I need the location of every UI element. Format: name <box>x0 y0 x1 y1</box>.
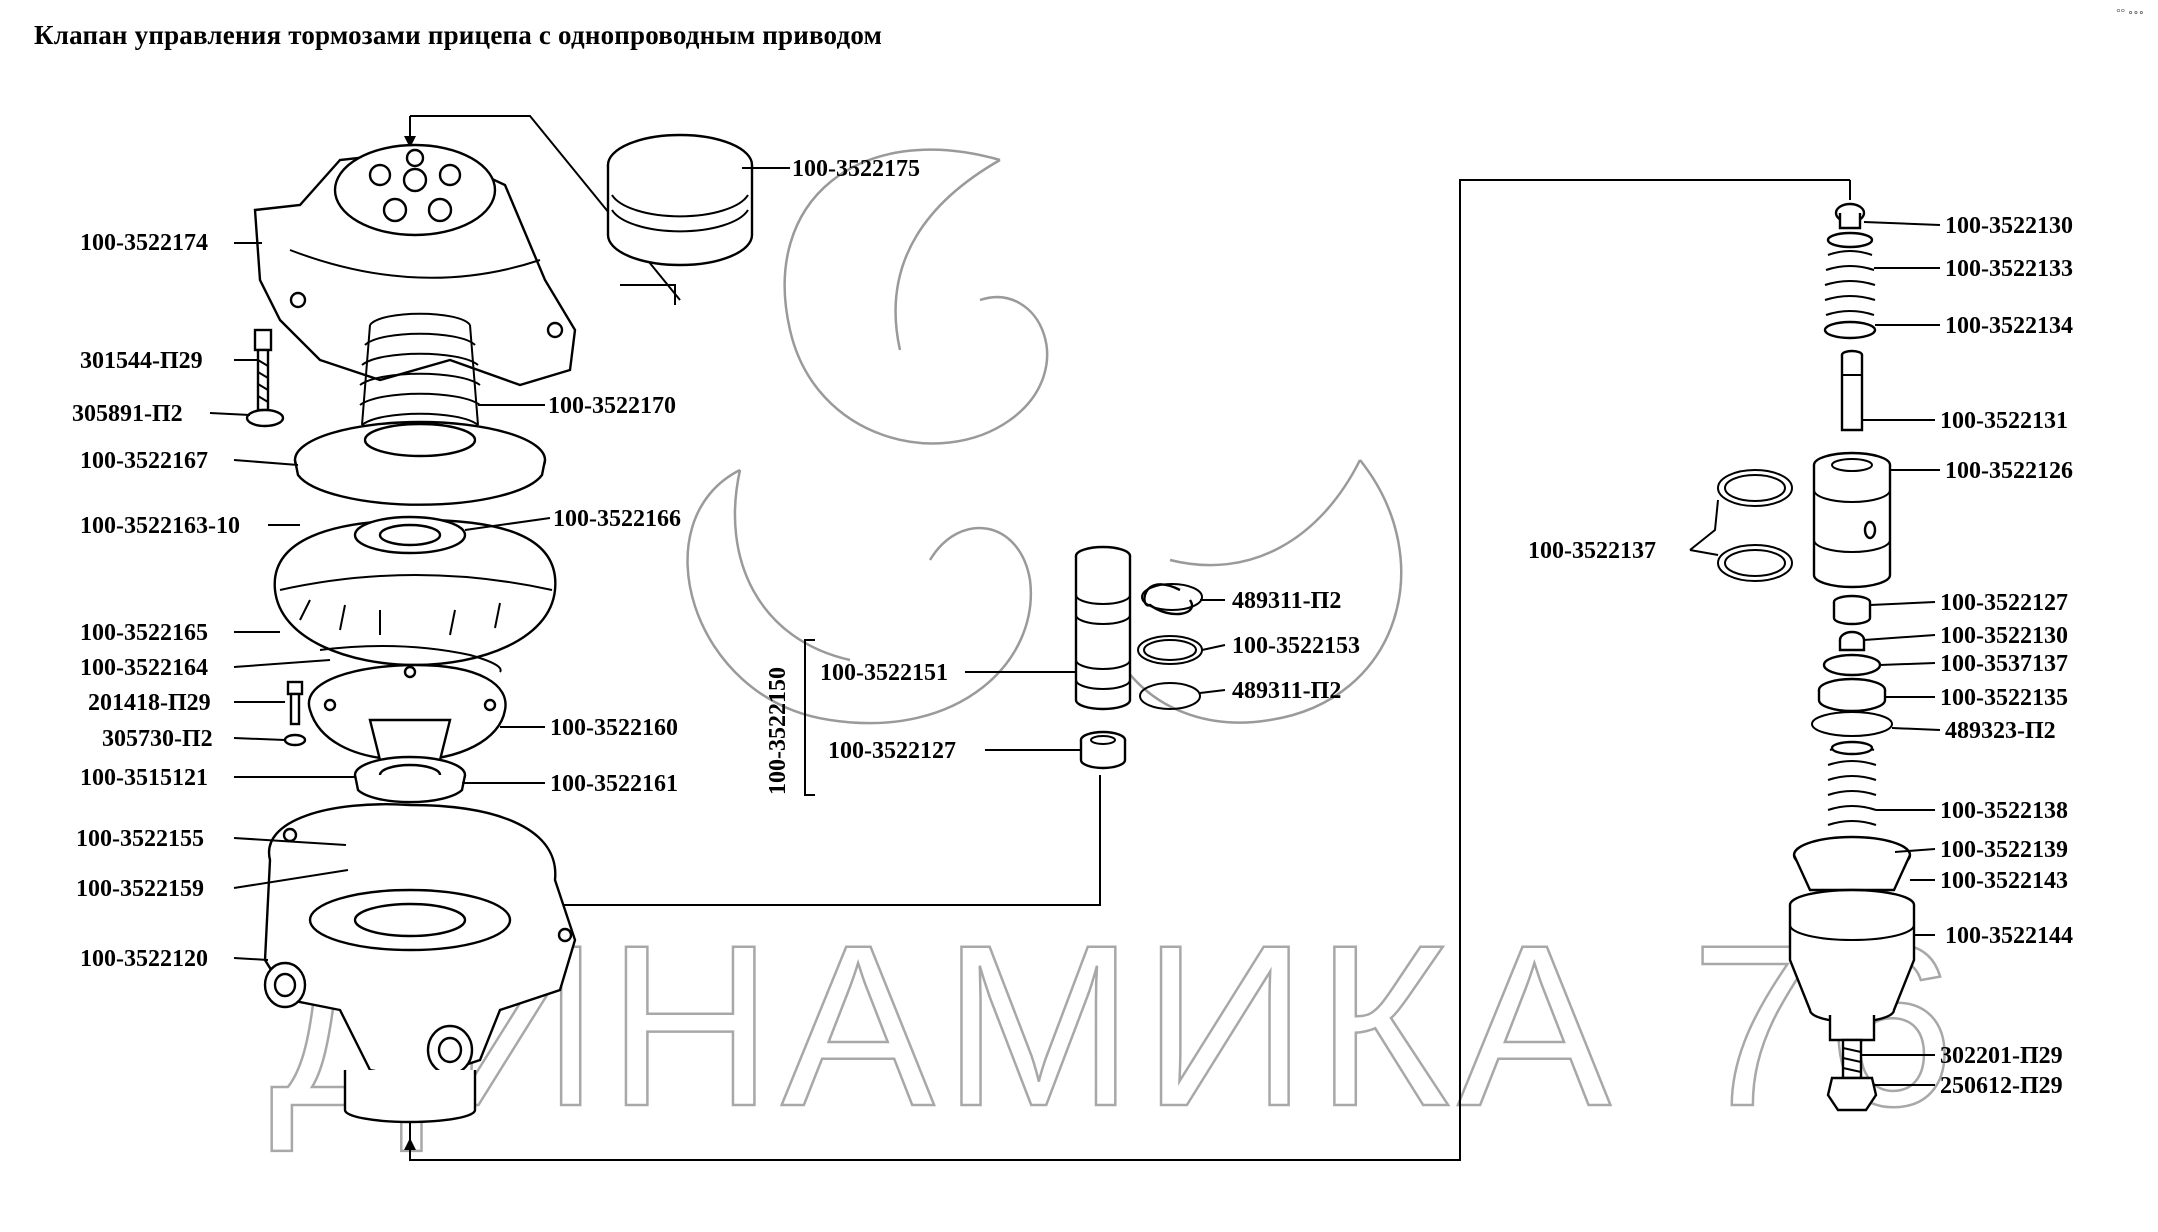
label-305730-p2: 305730-П2 <box>102 726 213 752</box>
seal-part <box>1079 730 1127 770</box>
washer-part <box>245 408 285 428</box>
label-100-3522133: 100-3522133 <box>1945 256 2073 282</box>
label-100-3522127-mid: 100-3522127 <box>828 738 956 764</box>
label-301544-p29: 301544-П29 <box>80 348 203 374</box>
washer-right-part <box>1811 653 1893 737</box>
small-bolt-part <box>283 680 307 747</box>
bolt-part <box>253 328 273 412</box>
lower-spring-part <box>1827 740 1877 826</box>
spring-part <box>359 312 481 426</box>
label-100-3522166: 100-3522166 <box>553 506 681 532</box>
label-100-3522130-upper: 100-3522130 <box>1945 213 2073 239</box>
bottom-housing-part <box>1788 888 1916 1042</box>
label-100-3522163-10: 100-3522163-10 <box>80 513 240 539</box>
label-100-3522174: 100-3522174 <box>80 230 208 256</box>
part-labels: 100-3522175 100-3522174 301544-П29 30589… <box>72 156 2073 1099</box>
seal-right-part <box>1832 594 1872 626</box>
lower-body-part <box>263 803 577 1124</box>
spring-seat-part <box>353 755 467 804</box>
sleeve-part <box>1074 545 1132 711</box>
page-title: Клапан управления тормозами прицепа с од… <box>34 20 883 50</box>
label-100-3522167: 100-3522167 <box>80 448 208 474</box>
valve-cap-part <box>1838 630 1866 652</box>
label-100-3537137: 100-3537137 <box>1940 651 2068 677</box>
corner-mark: °° ∘∘∘ <box>2116 7 2144 19</box>
label-302201-p29: 302201-П29 <box>1940 1043 2063 1069</box>
label-100-3522130-lower: 100-3522130 <box>1940 623 2068 649</box>
ring-part <box>319 645 502 673</box>
label-100-3522135: 100-3522135 <box>1940 685 2068 711</box>
label-100-3522175: 100-3522175 <box>792 156 920 182</box>
label-305891-p2: 305891-П2 <box>72 401 183 427</box>
label-100-3522120: 100-3522120 <box>80 946 208 972</box>
label-100-3522137: 100-3522137 <box>1528 538 1656 564</box>
label-489323-p2: 489323-П2 <box>1945 718 2056 744</box>
label-100-3522138: 100-3522138 <box>1940 798 2068 824</box>
piston-part <box>273 515 557 667</box>
valve-seat-part <box>307 663 507 762</box>
upper-housing-part <box>253 143 577 387</box>
label-100-3522164: 100-3522164 <box>80 655 208 681</box>
label-100-3522143: 100-3522143 <box>1940 868 2068 894</box>
upper-spring-part <box>1823 231 1877 340</box>
valve-head-part <box>1834 202 1866 230</box>
adjusting-screw-part <box>1826 1038 1878 1112</box>
snap-ring-lower-part <box>1139 682 1201 710</box>
diaphragm-plate-part <box>293 420 547 506</box>
valve-stem-part <box>1840 349 1864 432</box>
o-rings-right-part <box>1717 469 1793 582</box>
label-100-3522159: 100-3522159 <box>76 876 204 902</box>
snap-ring-upper-part <box>1141 583 1203 616</box>
valve-body-part <box>1812 451 1892 589</box>
label-201418-p29: 201418-П29 <box>88 690 211 716</box>
watermark-logo <box>686 148 1403 725</box>
label-100-3522165: 100-3522165 <box>80 620 208 646</box>
label-489311-p2-upper: 489311-П2 <box>1232 588 1341 614</box>
label-100-3522134: 100-3522134 <box>1945 313 2073 339</box>
label-100-3522160: 100-3522160 <box>550 715 678 741</box>
label-489311-p2-lower: 489311-П2 <box>1232 678 1341 704</box>
filter-cover-part <box>606 133 754 267</box>
assembly-label: 100-3522150 <box>765 667 791 795</box>
label-250612-p29: 250612-П29 <box>1940 1073 2063 1099</box>
label-100-3522161: 100-3522161 <box>550 771 678 797</box>
assembly-bracket <box>804 639 815 796</box>
label-100-3522127-right: 100-3522127 <box>1940 590 2068 616</box>
label-100-3522170: 100-3522170 <box>548 393 676 419</box>
label-100-3522126: 100-3522126 <box>1945 458 2073 484</box>
label-100-3522153: 100-3522153 <box>1232 633 1360 659</box>
o-ring-mid-part <box>1137 635 1203 665</box>
label-100-3515121: 100-3515121 <box>80 765 208 791</box>
label-100-3522151: 100-3522151 <box>820 660 948 686</box>
leader-lines <box>209 167 1941 1086</box>
label-100-3522155: 100-3522155 <box>76 826 204 852</box>
cup-part <box>1792 835 1912 892</box>
label-100-3522131: 100-3522131 <box>1940 408 2068 434</box>
label-100-3522144: 100-3522144 <box>1945 923 2073 949</box>
label-100-3522139: 100-3522139 <box>1940 837 2068 863</box>
